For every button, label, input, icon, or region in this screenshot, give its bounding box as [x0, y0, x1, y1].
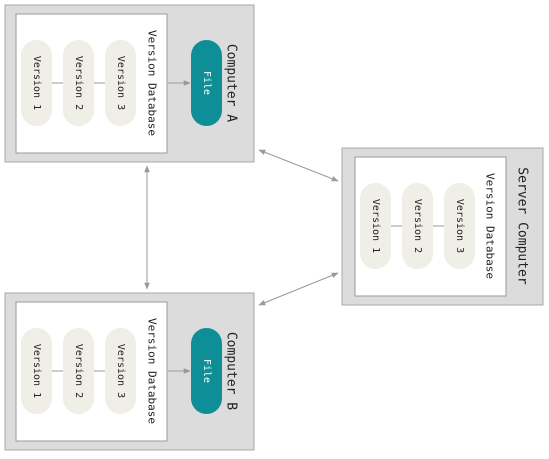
version-label: Version 2: [73, 344, 84, 398]
version-pill: [63, 40, 94, 126]
version-label: Version 2: [73, 56, 84, 110]
version-pill: [21, 328, 52, 414]
version-label: Version 1: [31, 344, 42, 398]
server-db-label: Version Database: [484, 173, 497, 279]
version-pill: [63, 328, 94, 414]
version-label: Version 2: [412, 199, 423, 253]
version-pill: [360, 183, 391, 269]
version-label: Version 1: [31, 56, 42, 110]
version-label: Version 3: [115, 56, 126, 110]
version-pill: [105, 328, 136, 414]
computer-b-db-label: Version Database: [146, 318, 159, 424]
server-computer: Server Computer Version Database Version…: [341, 147, 544, 306]
version-pill: [105, 40, 136, 126]
computer-b-title: Computer B: [224, 332, 239, 410]
computer-b: Computer B Version Database Version 1 Ve…: [4, 292, 255, 451]
version-pill: [402, 183, 433, 269]
server-title: Server Computer: [515, 167, 530, 285]
version-pill: [444, 183, 475, 269]
computer-a-db-label: Version Database: [146, 30, 159, 136]
connector-a-server: [258, 149, 339, 182]
computer-a: Computer A Version Database Version 1 Ve…: [4, 4, 255, 163]
version-label: Version 3: [454, 199, 465, 253]
version-label: Version 1: [370, 199, 381, 253]
version-pill: [21, 40, 52, 126]
file-pill: [191, 40, 222, 126]
file-label: File: [201, 359, 212, 383]
file-pill: [191, 328, 222, 414]
connector-b-server: [258, 272, 339, 306]
version-label: Version 3: [115, 344, 126, 398]
computer-a-title: Computer A: [224, 44, 239, 122]
file-label: File: [201, 71, 212, 95]
